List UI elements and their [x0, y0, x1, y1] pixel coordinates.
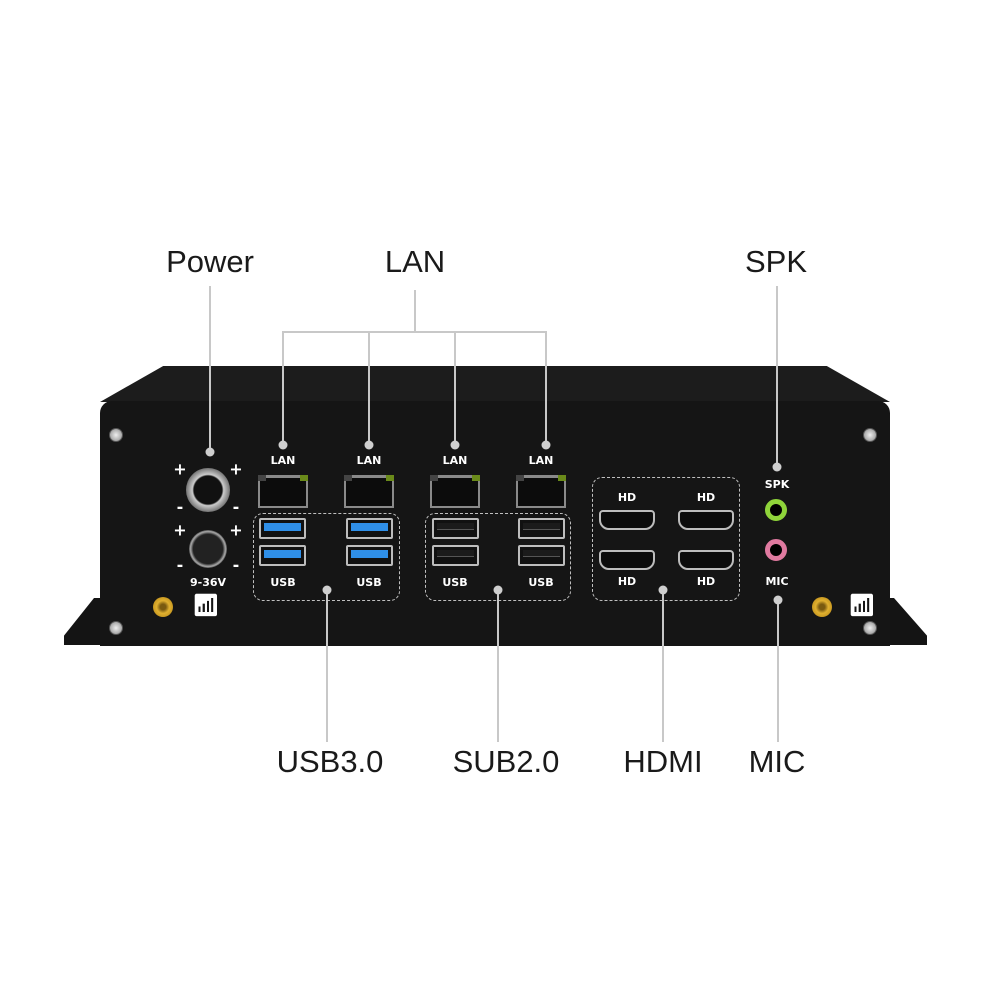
leader-dot: [322, 585, 332, 595]
leader-line: [454, 331, 456, 445]
minus-label: -: [232, 497, 240, 517]
usb-port-label: USB: [528, 576, 554, 589]
callout-power: Power: [166, 244, 254, 279]
leader-line: [777, 600, 779, 742]
callout-lan: LAN: [384, 244, 446, 279]
lan-port-label: LAN: [356, 454, 382, 467]
leader-line: [282, 331, 284, 445]
leader-line: [497, 590, 499, 742]
leader-line: [282, 331, 547, 333]
leader-line: [326, 590, 328, 742]
lan-port[interactable]: [430, 475, 480, 508]
mic-port-label: MIC: [765, 575, 789, 588]
leader-dot: [658, 585, 668, 595]
usb2-port[interactable]: [432, 545, 479, 566]
leader-line: [368, 331, 370, 445]
leader-dot: [772, 462, 782, 472]
usb2-port[interactable]: [432, 518, 479, 539]
lan-port[interactable]: [258, 475, 308, 508]
lan-port[interactable]: [516, 475, 566, 508]
usb2-port[interactable]: [518, 545, 565, 566]
hdmi-port[interactable]: [678, 550, 734, 570]
leader-dot: [773, 595, 783, 605]
power-connector-m12[interactable]: [186, 468, 230, 512]
usb3-port[interactable]: [346, 518, 393, 539]
plus-label: +: [229, 520, 243, 540]
power-connector-din[interactable]: [189, 530, 227, 568]
hdmi-port-label: HD: [617, 575, 637, 588]
leader-dot: [493, 585, 503, 595]
lan-port-label: LAN: [528, 454, 554, 467]
hdmi-port-label: HD: [696, 575, 716, 588]
leader-line: [662, 590, 664, 742]
hdmi-port-label: HD: [696, 491, 716, 504]
leader-line: [776, 286, 778, 467]
callout-usb3: USB3.0: [276, 744, 384, 779]
spk-port-label: SPK: [764, 478, 790, 491]
hdmi-port[interactable]: [599, 550, 655, 570]
leader-dot: [205, 447, 215, 457]
antenna-connector-icon: [812, 597, 832, 617]
leader-dot: [450, 440, 460, 450]
callout-spk: SPK: [744, 244, 808, 279]
screw-icon: [863, 428, 877, 442]
minus-label: -: [176, 497, 184, 517]
wifi-icon: 📶︎: [192, 593, 220, 619]
minus-label: -: [176, 555, 184, 575]
screw-icon: [109, 428, 123, 442]
usb2-port[interactable]: [518, 518, 565, 539]
hdmi-port[interactable]: [678, 510, 734, 530]
lan-port-label: LAN: [270, 454, 296, 467]
screw-icon: [863, 621, 877, 635]
wifi-icon: 📶︎: [848, 593, 876, 619]
usb3-port[interactable]: [346, 545, 393, 566]
usb-port-label: USB: [442, 576, 468, 589]
callout-mic: MIC: [748, 744, 806, 779]
screw-icon: [109, 621, 123, 635]
chassis-top: [100, 366, 890, 402]
hdmi-group: [592, 477, 740, 601]
callout-hdmi: HDMI: [623, 744, 703, 779]
leader-dot: [278, 440, 288, 450]
leader-line: [545, 331, 547, 445]
usb-port-label: USB: [270, 576, 296, 589]
leader-dot: [364, 440, 374, 450]
mic-jack[interactable]: [765, 539, 787, 561]
callout-usb2: SUB2.0: [452, 744, 560, 779]
front-panel: [100, 401, 890, 646]
lan-port-label: LAN: [442, 454, 468, 467]
plus-label: +: [173, 520, 187, 540]
hdmi-port-label: HD: [617, 491, 637, 504]
speaker-jack[interactable]: [765, 499, 787, 521]
voltage-label: 9-36V: [189, 576, 227, 589]
leader-line: [414, 290, 416, 332]
lan-port[interactable]: [344, 475, 394, 508]
usb3-port[interactable]: [259, 545, 306, 566]
usb-port-label: USB: [356, 576, 382, 589]
plus-label: +: [229, 459, 243, 479]
minus-label: -: [232, 555, 240, 575]
antenna-connector-icon: [153, 597, 173, 617]
usb3-port[interactable]: [259, 518, 306, 539]
leader-line: [209, 286, 211, 452]
hdmi-port[interactable]: [599, 510, 655, 530]
leader-dot: [541, 440, 551, 450]
plus-label: +: [173, 459, 187, 479]
